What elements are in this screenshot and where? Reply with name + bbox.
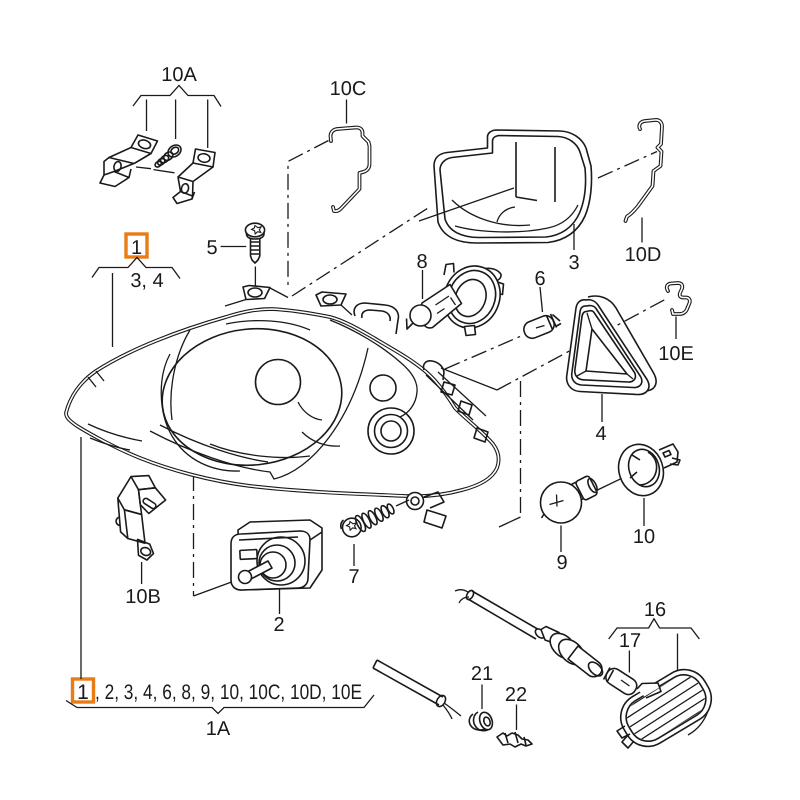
svg-text:3, 4: 3, 4	[130, 270, 163, 292]
svg-text:1: 1	[131, 237, 142, 259]
svg-text:5: 5	[206, 237, 217, 259]
svg-text:, 2, 3, 4, 6, 8, 9, 10, 10C, 1: , 2, 3, 4, 6, 8, 9, 10, 10C, 10D, 10E	[95, 681, 362, 704]
svg-text:8: 8	[416, 251, 427, 273]
svg-text:10C: 10C	[330, 78, 367, 100]
svg-text:21: 21	[471, 663, 493, 685]
svg-text:3: 3	[568, 252, 579, 274]
svg-text:10A: 10A	[161, 64, 197, 86]
svg-text:16: 16	[644, 599, 666, 621]
svg-text:10: 10	[633, 526, 655, 548]
svg-text:10D: 10D	[625, 244, 662, 266]
svg-text:1: 1	[77, 681, 89, 704]
svg-text:7: 7	[348, 566, 359, 588]
svg-text:2: 2	[273, 614, 284, 636]
svg-text:10E: 10E	[658, 343, 694, 365]
svg-text:4: 4	[595, 423, 606, 445]
svg-text:6: 6	[534, 268, 545, 290]
svg-text:22: 22	[505, 684, 527, 706]
svg-text:1A: 1A	[206, 718, 231, 740]
svg-text:9: 9	[556, 552, 567, 574]
svg-text:10B: 10B	[125, 586, 161, 608]
svg-text:17: 17	[619, 630, 641, 652]
